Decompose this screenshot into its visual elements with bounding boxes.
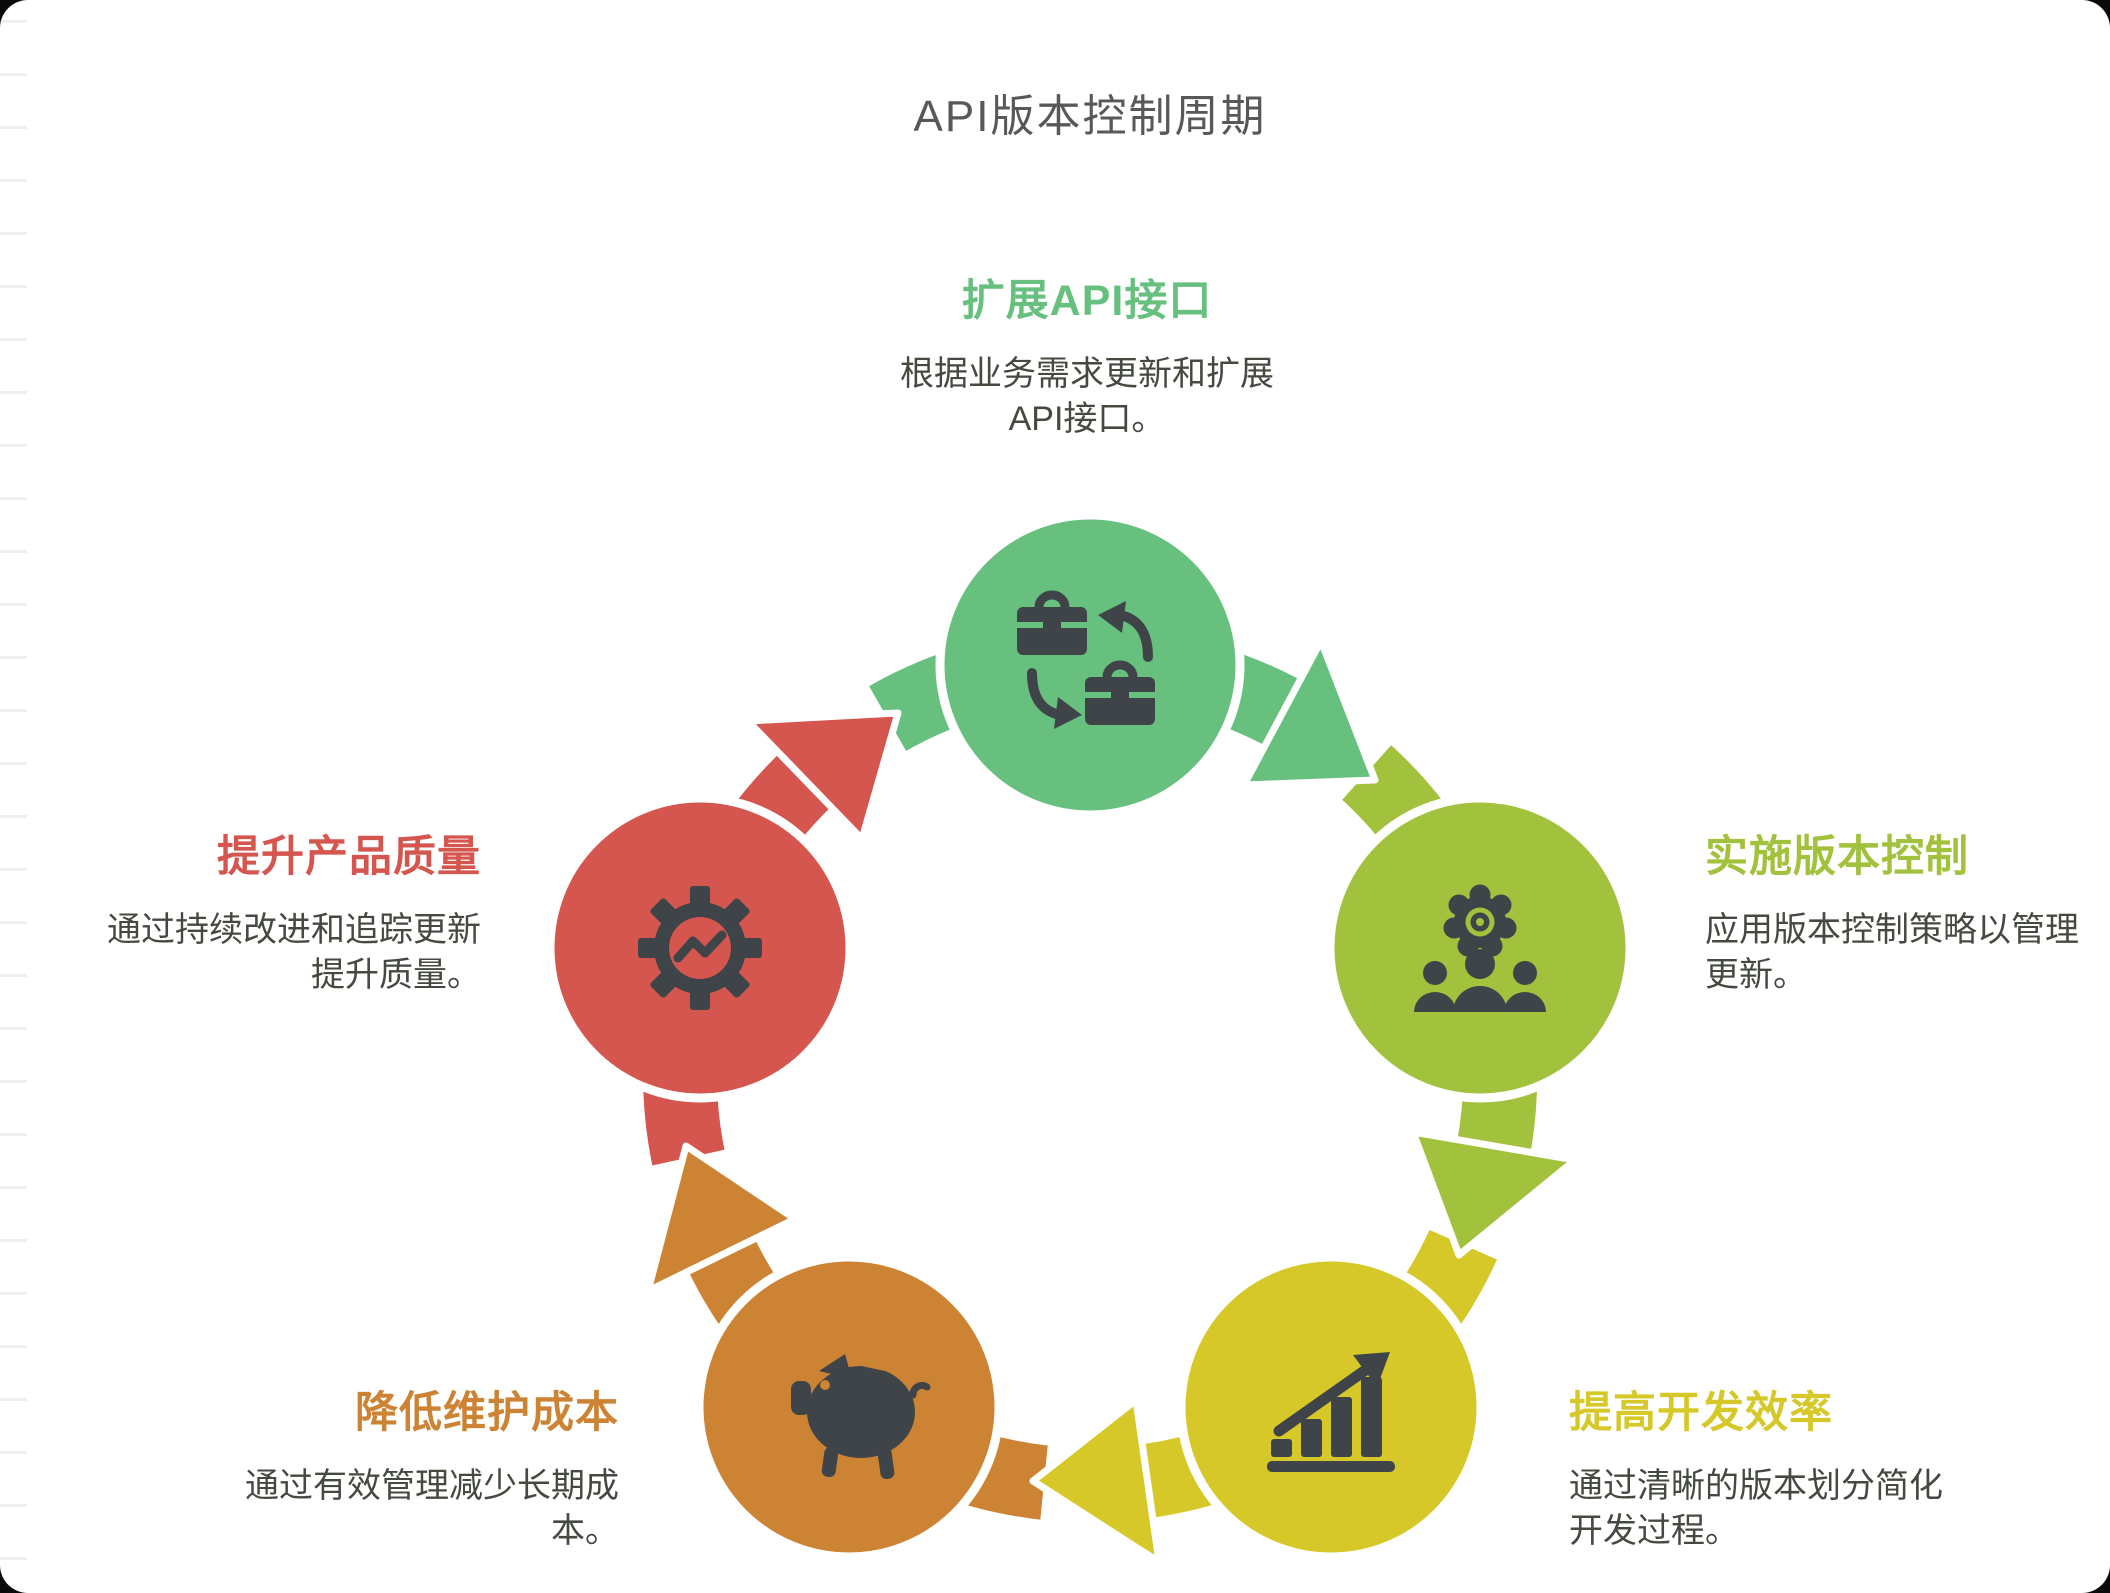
- node-description: 通过持续改进和追踪更新 提升质量。: [107, 911, 481, 994]
- node-label: 提高开发效率: [1569, 1389, 1833, 1437]
- node-label: 降低维护成本: [355, 1389, 619, 1437]
- node-label: 实施版本控制: [1705, 833, 1969, 881]
- briefcase-exchange-icon: [1017, 590, 1155, 729]
- node-text-block: 提高开发效率 通过清晰的版本划分简化 开发过程。: [1569, 1378, 1989, 1554]
- node-circle-0: [935, 510, 1245, 820]
- ring-arrowhead-2: [1029, 1396, 1163, 1566]
- node-text-block: 实施版本控制 应用版本控制策略以管理 更新。: [1705, 822, 2105, 998]
- page-title: API版本控制周期: [913, 92, 1267, 141]
- node-text-block: 提升产品质量 通过持续改进和追踪更新 提升质量。: [21, 822, 481, 998]
- ring-arrowhead-1: [1409, 1128, 1579, 1259]
- growth-chart-icon: [1267, 1352, 1395, 1472]
- team-gear-icon: [1414, 884, 1546, 1012]
- ring-arrowhead-4: [744, 709, 902, 843]
- node-description: 应用版本控制策略以管理 更新。: [1705, 911, 2079, 994]
- ring-arrowhead-3: [644, 1142, 799, 1295]
- piggy-bank-icon: [791, 1354, 931, 1480]
- node-description: 通过清晰的版本划分简化 开发过程。: [1569, 1467, 1943, 1550]
- gear-trend-icon: [638, 886, 762, 1010]
- node-label: 提升产品质量: [217, 833, 481, 881]
- node-label: 扩展API接口: [961, 277, 1213, 325]
- node-text-block: 降低维护成本 通过有效管理减少长期成 本。: [99, 1378, 619, 1554]
- notebook-ruled-lines: [0, 0, 27, 1593]
- node-description: 根据业务需求更新和扩展 API接口。: [900, 355, 1274, 438]
- ring-arrowhead-0: [1240, 637, 1379, 789]
- node-description: 通过有效管理减少长期成 本。: [245, 1467, 619, 1550]
- node-text-block: 扩展API接口 根据业务需求更新和扩展 API接口。: [777, 266, 1397, 442]
